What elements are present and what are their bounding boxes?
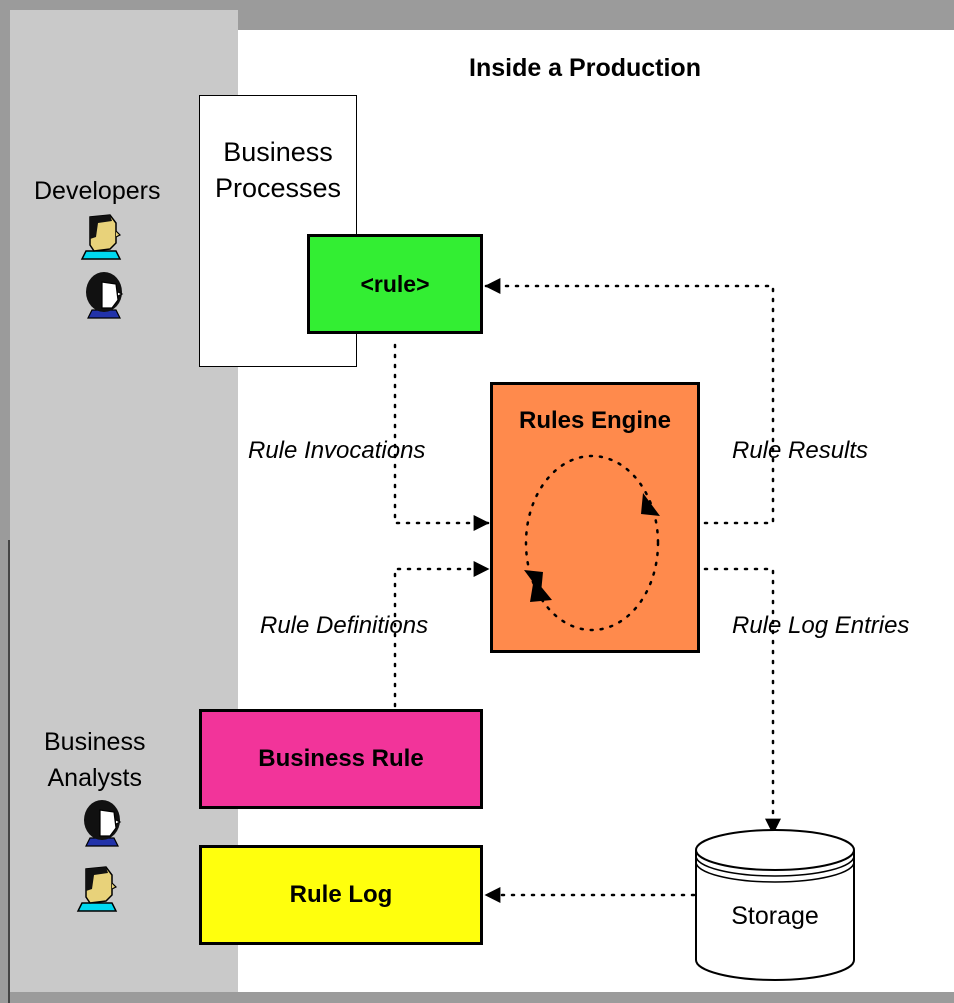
engine-cycle-icon — [524, 454, 660, 632]
rules-engine-label: Rules Engine — [518, 407, 672, 434]
rule-box: <rule> — [307, 234, 483, 334]
business-analysts-label: Business Analysts — [44, 728, 146, 792]
analyst-man-icon — [76, 866, 118, 912]
rule-invocations-label: Rule Invocations — [248, 437, 426, 464]
rule-log-box: Rule Log — [199, 845, 483, 945]
rules-engine-box: Rules Engine — [490, 382, 700, 653]
business-rule-box: Business Rule — [199, 709, 483, 809]
diagram-title: Inside a Production — [469, 54, 701, 82]
business-processes-box: Business Processes — [199, 95, 357, 367]
storage-label: Storage — [731, 902, 819, 930]
left-edge-line — [8, 540, 10, 1003]
developers-label: Developers — [34, 177, 161, 205]
rule-log-entries-label: Rule Log Entries — [732, 612, 910, 639]
rule-results-connector — [484, 278, 775, 525]
rule-log-entries-connector — [703, 567, 781, 835]
developer-woman-icon — [86, 272, 124, 319]
analyst-woman-icon — [84, 800, 122, 847]
rule-results-label: Rule Results — [732, 437, 869, 464]
developer-man-icon — [80, 214, 122, 260]
rule-invocations-connector — [393, 343, 490, 531]
rule-definitions-label: Rule Definitions — [260, 612, 429, 639]
rule-definitions-connector — [393, 561, 490, 708]
business-processes-label: Business Processes — [214, 137, 342, 203]
storage-cylinder-icon — [695, 829, 855, 981]
